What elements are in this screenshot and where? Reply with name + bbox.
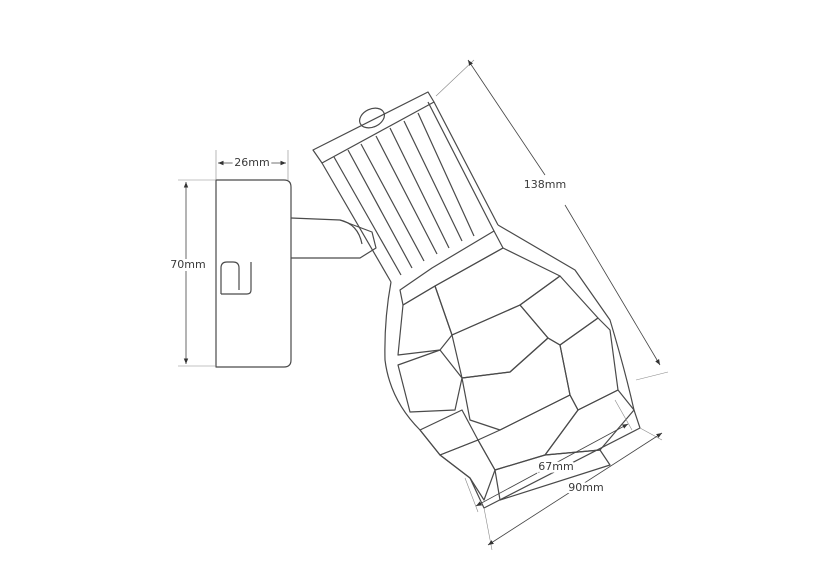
- wall-mount-base: [215, 179, 292, 368]
- length-label: 138mm: [524, 178, 566, 191]
- dimension-inner-width: [464, 399, 633, 513]
- depth-label: 26mm: [234, 156, 269, 169]
- dimension-length: [435, 59, 669, 381]
- height-label: 70mm: [170, 258, 205, 271]
- dimension-height: [178, 179, 216, 367]
- dimension-depth: [215, 150, 289, 180]
- inner-width-label: 67mm: [538, 460, 573, 473]
- dimension-outer-width: [483, 427, 663, 551]
- mount-arm: [290, 217, 377, 259]
- cage-lampshade: [312, 91, 641, 509]
- outer-width-label: 90mm: [568, 481, 603, 494]
